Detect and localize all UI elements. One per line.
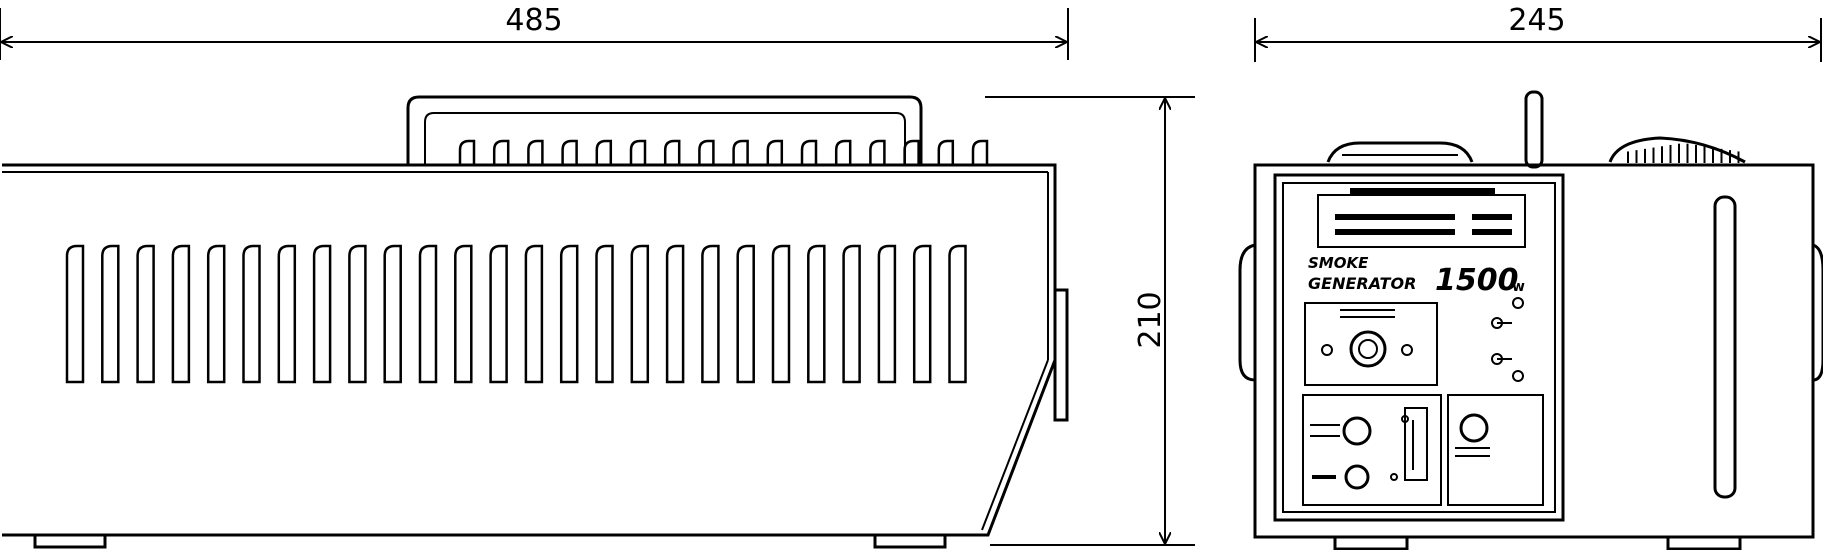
side-view (2, 95, 1069, 549)
dimension-depth-label: 245 (1508, 3, 1565, 38)
vent-slot (524, 244, 544, 384)
panel-model-suffix: w (1512, 279, 1525, 295)
vent-slot (877, 244, 897, 384)
vent-slot (948, 244, 967, 384)
vent-slot-small (937, 139, 955, 167)
vent-slot (206, 244, 226, 384)
output-knob (1344, 464, 1370, 490)
side-handle-inner (424, 112, 906, 165)
dial-indicator-right (1401, 344, 1413, 356)
rear-connector (1053, 288, 1069, 422)
vent-slot (65, 244, 85, 384)
front-side-slot (1713, 195, 1737, 499)
lower-right-module (1447, 394, 1544, 506)
upper-vent-row (458, 139, 989, 167)
vent-slot (701, 244, 720, 384)
knob-ribs (1627, 143, 1740, 163)
vent-slot-small (458, 139, 476, 167)
vent-slot (665, 244, 685, 384)
dial-panel (1304, 302, 1438, 386)
front-top-knob (1608, 136, 1746, 164)
front-foot-right (1666, 535, 1742, 550)
power-switch (1404, 407, 1428, 481)
info-label (1317, 194, 1526, 248)
vent-slot-small (869, 139, 886, 167)
vent-slot-small (766, 139, 784, 167)
front-handle-left (1326, 141, 1474, 163)
front-body (1253, 163, 1815, 539)
dimension-length-label: 485 (505, 3, 562, 38)
vent-slot (807, 244, 826, 384)
front-view (1238, 90, 1823, 550)
panel-model-number: 1500 (1435, 263, 1519, 298)
dimension-length (0, 8, 1069, 60)
control-panel (1273, 173, 1565, 522)
front-antenna (1524, 90, 1544, 169)
dimension-height-label: 210 (1133, 291, 1168, 348)
vent-slot-small (629, 139, 647, 167)
vent-slot-small (663, 139, 681, 167)
vent-slot (454, 244, 473, 384)
vent-slot-small (561, 139, 578, 167)
dimension-height (985, 96, 1195, 546)
side-handle (406, 95, 923, 165)
vent-slot (383, 244, 402, 384)
vent-slot-small (527, 139, 544, 167)
vent-slot (242, 244, 261, 384)
vent-slot (912, 244, 932, 384)
side-foot-front (33, 533, 107, 549)
vent-slot (136, 244, 155, 384)
meter-dial (1459, 413, 1489, 443)
vent-slot-small (834, 139, 852, 167)
vent-slot (559, 244, 579, 384)
front-bumper-left (1238, 243, 1256, 382)
vent-slot (842, 244, 861, 384)
vent-slot (101, 244, 120, 384)
lower-vent-row (65, 244, 967, 384)
vent-slot-small (732, 139, 749, 167)
vent-slot (348, 244, 367, 384)
side-foot-rear (873, 533, 947, 549)
panel-brand-line2: GENERATOR (1308, 274, 1416, 293)
vent-slot (595, 244, 614, 384)
vent-slot-small (698, 139, 715, 167)
vent-slot (736, 244, 755, 384)
side-body (2, 163, 1057, 537)
front-foot-left (1333, 535, 1409, 550)
dial-knob (1349, 330, 1387, 368)
vent-slot (171, 244, 191, 384)
vent-slot (418, 244, 438, 384)
vent-slot (312, 244, 332, 384)
vent-slot-small (800, 139, 818, 167)
vent-slot-small (971, 139, 989, 167)
vent-slot (630, 244, 650, 384)
vent-slot (277, 244, 297, 384)
front-bumper-right (1812, 243, 1823, 382)
vent-slot-small (492, 139, 510, 167)
power-knob (1342, 416, 1372, 446)
vent-slot-small (903, 139, 920, 167)
vent-slot (489, 244, 508, 384)
panel-brand-line1: SMOKE (1308, 254, 1369, 272)
vent-slot-small (595, 139, 613, 167)
vent-slot (771, 244, 791, 384)
dial-indicator-left (1321, 344, 1333, 356)
lower-left-module (1302, 394, 1442, 506)
dimension-depth (1254, 18, 1822, 62)
